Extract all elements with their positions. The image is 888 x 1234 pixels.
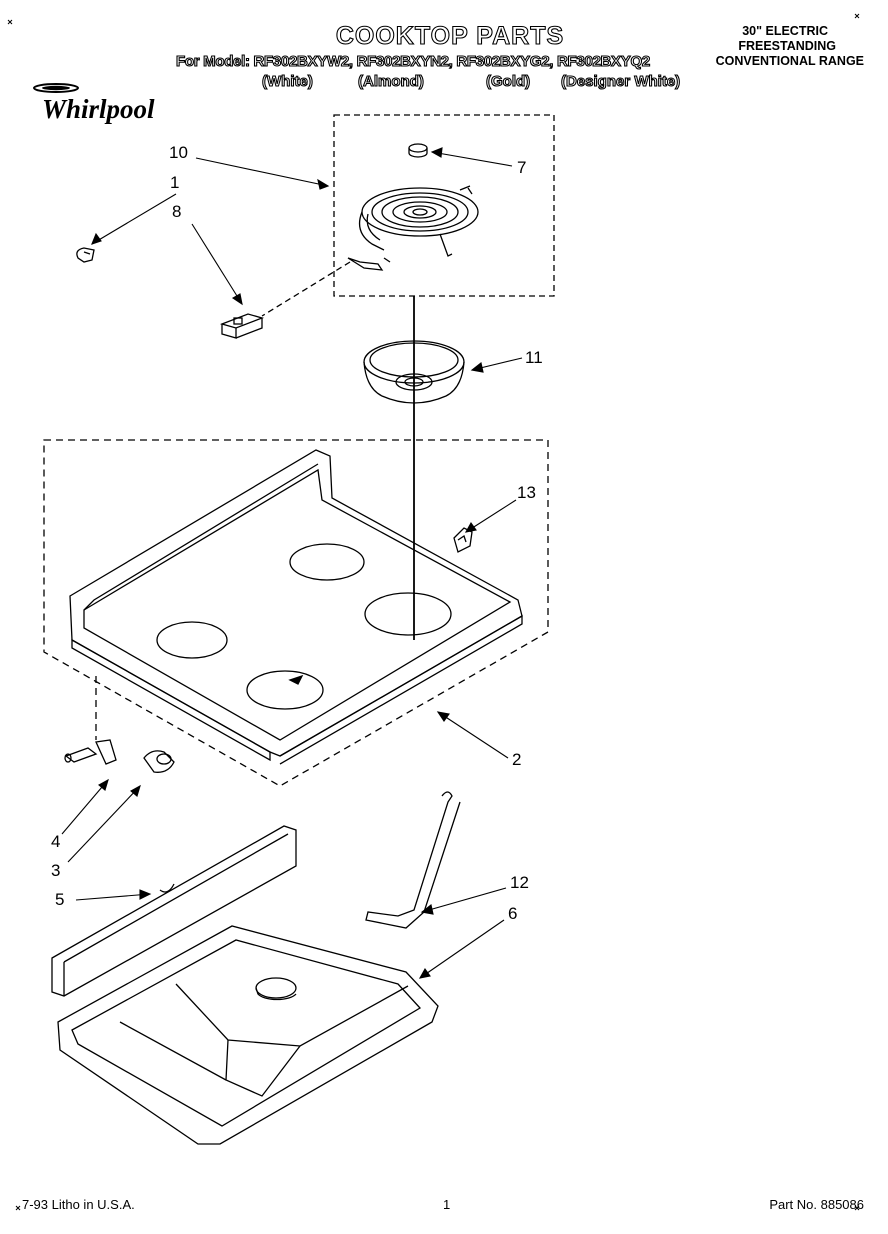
color-designer-white: (Designer White): [560, 72, 681, 90]
part-6-burner-box: [57, 925, 439, 1145]
cooktop-assembly-box: [43, 439, 549, 787]
color-almond: (Almond): [357, 72, 424, 90]
footer-part-number: Part No. 885086: [769, 1197, 864, 1212]
callout-12: 12: [510, 873, 529, 892]
footer-litho: 7-93 Litho in U.S.A.: [22, 1197, 135, 1212]
callout-3: 3: [51, 861, 61, 880]
callout-5: 5: [55, 890, 65, 909]
callout-1: 1: [170, 173, 180, 192]
part-12-rod: [365, 791, 461, 929]
element-assembly-box: [333, 114, 555, 297]
part-5-strip: [51, 825, 297, 997]
whirlpool-logo: [30, 80, 190, 130]
model-line: For Model: RF302BXYW2, RF302BXYN2, RF302…: [175, 52, 650, 70]
callout-10: 10: [169, 143, 188, 162]
callout-13: 13: [517, 483, 536, 502]
color-gold: (Gold): [485, 72, 531, 90]
brand-logo-text: Whirlpool: [42, 94, 155, 124]
part-2-cooktop: [69, 449, 523, 765]
part-3-spacer: [143, 750, 175, 773]
crop-marks: [7, 13, 860, 1211]
callout-2: 2: [512, 750, 522, 769]
leader-lines: [61, 147, 523, 979]
range-type-line-1: 30" ELECTRIC: [742, 24, 828, 38]
callout-6: 6: [508, 904, 518, 923]
callout-11: 11: [525, 348, 543, 367]
callout-8: 8: [172, 202, 182, 221]
page-title: COOKTOP PARTS: [335, 21, 565, 50]
part-8-terminal-block: [219, 313, 265, 339]
callout-7: 7: [517, 158, 527, 177]
part-7-cap: [408, 143, 428, 158]
part-10-surface-element: [347, 185, 479, 271]
range-type-line-3: CONVENTIONAL RANGE: [715, 54, 864, 68]
part-1-clip: [76, 247, 95, 263]
part-4-bracket: [64, 739, 117, 765]
part-13-clip: [453, 527, 473, 553]
range-type-line-2: FREESTANDING: [738, 39, 836, 53]
footer-page-number: 1: [443, 1197, 451, 1212]
color-white: (White): [261, 72, 313, 90]
callout-4: 4: [51, 832, 61, 851]
logo-swoosh-icon: [33, 83, 79, 93]
